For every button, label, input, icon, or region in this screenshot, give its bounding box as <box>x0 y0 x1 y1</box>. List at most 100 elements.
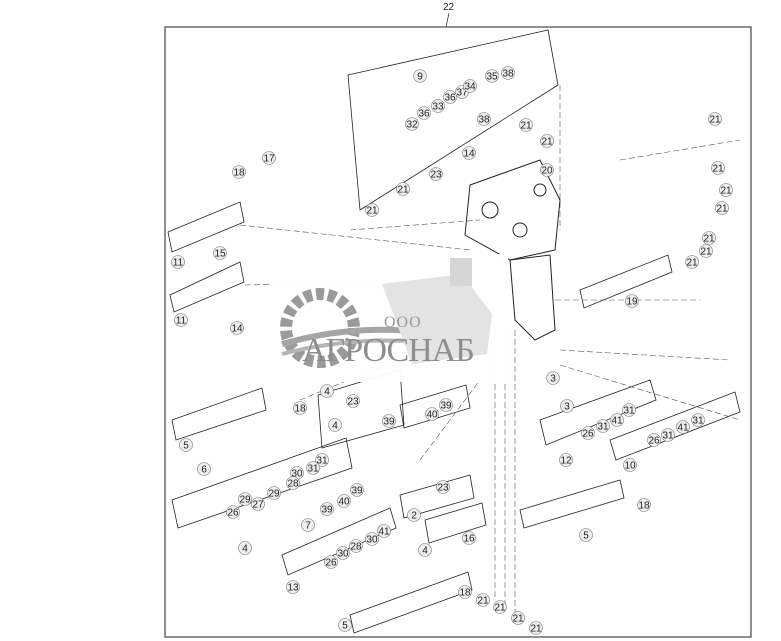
dashed-guide-line <box>349 219 481 231</box>
callout-7: 7 <box>301 518 315 532</box>
callout-18: 18 <box>293 401 307 415</box>
callout-3: 3 <box>560 399 574 413</box>
callout-number: 21 <box>703 234 715 245</box>
callout-number: 38 <box>502 69 514 80</box>
callout-21: 21 <box>365 203 379 217</box>
callout-41: 41 <box>676 420 690 434</box>
callout-number: 21 <box>541 137 553 148</box>
callout-number: 31 <box>316 456 328 467</box>
callout-number: 4 <box>332 421 338 432</box>
callout-39: 39 <box>350 483 364 497</box>
callout-5: 5 <box>338 618 352 632</box>
watermark-logo: ООО АГРОСНАБ <box>272 254 508 382</box>
callout-number: 21 <box>716 204 728 215</box>
callout-number: 5 <box>342 621 348 632</box>
callout-40: 40 <box>425 407 439 421</box>
callout-31: 31 <box>661 428 675 442</box>
assembly-leader <box>445 12 450 28</box>
callout-number: 31 <box>307 464 319 475</box>
callout-number: 23 <box>347 397 359 408</box>
callout-number: 15 <box>214 249 226 260</box>
callout-31: 31 <box>596 419 610 433</box>
callout-23: 23 <box>429 167 443 181</box>
part-panel <box>171 387 267 441</box>
callout-number: 10 <box>624 461 636 472</box>
gear-combine-logo-icon <box>280 258 492 368</box>
callout-number: 26 <box>648 436 660 447</box>
dashed-guide-line <box>619 139 741 161</box>
callout-number: 21 <box>709 115 721 126</box>
callout-number: 23 <box>437 483 449 494</box>
callout-number: 18 <box>638 501 650 512</box>
callout-30: 30 <box>365 532 379 546</box>
callout-number: 12 <box>560 456 572 467</box>
callout-number: 21 <box>512 614 524 625</box>
callout-number: 3 <box>564 402 570 413</box>
callout-11: 11 <box>171 255 185 269</box>
part-panel <box>609 391 741 461</box>
callout-35: 35 <box>485 69 499 83</box>
callout-21: 21 <box>715 201 729 215</box>
callout-16: 16 <box>462 531 476 545</box>
callout-26: 26 <box>226 505 240 519</box>
callout-31: 31 <box>691 413 705 427</box>
part-panel <box>424 502 487 544</box>
dashed-guide-line <box>559 349 731 361</box>
assembly-frame <box>164 26 752 638</box>
callout-21: 21 <box>711 161 725 175</box>
callout-number: 33 <box>432 102 444 113</box>
part-panel <box>347 29 559 211</box>
callout-4: 4 <box>328 418 342 432</box>
callout-number: 21 <box>720 186 732 197</box>
callout-14: 14 <box>230 321 244 335</box>
callout-36: 36 <box>417 106 431 120</box>
callout-number: 2 <box>411 511 417 522</box>
callout-number: 28 <box>350 542 362 553</box>
callout-32: 32 <box>405 117 419 131</box>
callout-number: 21 <box>397 185 409 196</box>
callout-number: 4 <box>242 544 248 555</box>
callout-number: 11 <box>176 316 187 327</box>
callout-39: 39 <box>439 398 453 412</box>
part-panel <box>167 201 245 253</box>
callout-number: 30 <box>366 535 378 546</box>
callout-26: 26 <box>647 433 661 447</box>
callout-41: 41 <box>377 524 391 538</box>
callout-18: 18 <box>232 165 246 179</box>
callout-number: 7 <box>305 521 311 532</box>
callout-number: 31 <box>597 422 609 433</box>
callout-31: 31 <box>306 461 320 475</box>
callout-number: 26 <box>582 429 594 440</box>
callout-21: 21 <box>476 593 490 607</box>
callout-number: 41 <box>611 416 623 427</box>
callout-number: 31 <box>662 431 674 442</box>
callout-4: 4 <box>320 384 334 398</box>
callout-number: 20 <box>541 166 553 177</box>
callout-number: 14 <box>231 324 243 335</box>
callout-21: 21 <box>699 244 713 258</box>
callout-28: 28 <box>349 539 363 553</box>
callout-number: 28 <box>287 479 299 490</box>
callout-number: 29 <box>239 495 251 506</box>
callout-21: 21 <box>519 118 533 132</box>
callout-number: 39 <box>383 417 395 428</box>
callout-5: 5 <box>579 528 593 542</box>
callout-number: 41 <box>677 423 689 434</box>
callout-number: 34 <box>464 82 476 93</box>
callout-number: 4 <box>324 387 330 398</box>
callout-number: 39 <box>440 401 452 412</box>
callout-number: 21 <box>712 164 724 175</box>
callout-14: 14 <box>462 146 476 160</box>
part-panel <box>539 379 657 446</box>
callout-29: 29 <box>238 492 252 506</box>
callout-39: 39 <box>382 414 396 428</box>
callout-number: 30 <box>337 549 349 560</box>
callout-23: 23 <box>436 480 450 494</box>
callout-number: 27 <box>252 500 264 511</box>
callout-31: 31 <box>315 453 329 467</box>
callout-38: 38 <box>477 112 491 126</box>
callout-38: 38 <box>501 66 515 80</box>
callout-26: 26 <box>324 555 338 569</box>
callout-40: 40 <box>337 494 351 508</box>
callout-9: 9 <box>413 69 427 83</box>
